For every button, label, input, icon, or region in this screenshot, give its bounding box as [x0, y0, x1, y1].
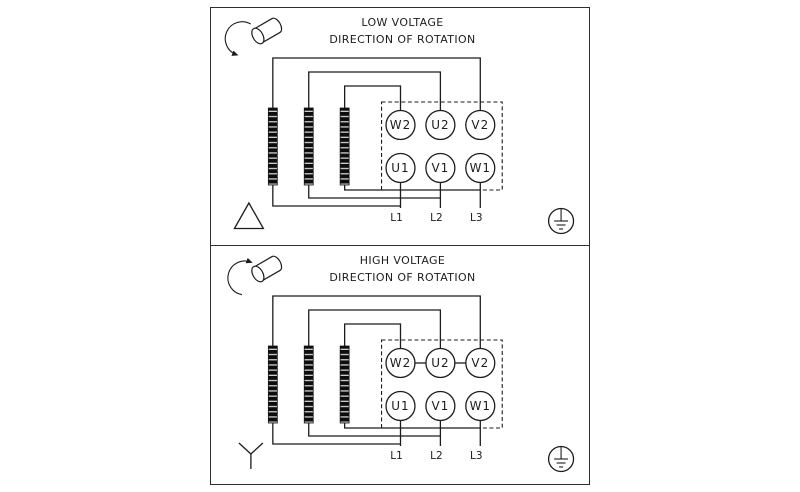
wire-path — [343, 418, 481, 429]
terminal-w2: W2 — [385, 109, 416, 141]
line-label-l1: L1 — [390, 450, 402, 462]
panel-title: LOW VOLTAGE — [361, 16, 443, 29]
low-voltage-panel: LOW VOLTAGE DIRECTION OF ROTATION — [211, 8, 589, 246]
line-label-l1: L1 — [390, 212, 402, 224]
terminal-label: W2 — [390, 118, 411, 132]
terminal-label: V1 — [431, 399, 449, 413]
panel-subtitle: DIRECTION OF ROTATION — [329, 271, 475, 284]
terminal-label: U1 — [391, 161, 409, 175]
terminal-label: W2 — [390, 356, 411, 370]
terminal-v2: V2 — [465, 109, 496, 141]
rotation-ccw-arrow-cylinder-icon — [224, 17, 283, 56]
ground-icon — [547, 207, 575, 235]
rotation-cw-arrow-cylinder-icon — [227, 255, 283, 296]
terminal-label: W1 — [470, 399, 491, 413]
terminal-strip-icon — [267, 107, 278, 186]
wire-path — [272, 295, 481, 358]
terminal-w1: W1 — [465, 390, 496, 422]
line-label-l3: L3 — [470, 212, 482, 224]
terminal-v1: V1 — [425, 152, 456, 184]
terminal-strip-icon — [303, 107, 314, 186]
terminal-label: V2 — [471, 118, 489, 132]
wire-path — [272, 57, 481, 120]
terminal-group-outline — [381, 339, 503, 429]
terminal-label: U2 — [431, 356, 449, 370]
terminal-v2: V2 — [465, 347, 496, 379]
high-voltage-drawing: HIGH VOLTAGE DIRECTION OF ROTATION — [227, 254, 575, 473]
wire-path — [272, 180, 401, 207]
wire-path — [272, 418, 401, 445]
terminal-w1: W1 — [465, 152, 496, 184]
terminal-strip-icon — [339, 345, 350, 424]
terminal-label: U2 — [431, 118, 449, 132]
panel-title: HIGH VOLTAGE — [360, 254, 446, 267]
line-label-l3: L3 — [470, 450, 482, 462]
wye-connection-icon — [238, 442, 264, 469]
terminal-u1: U1 — [385, 390, 416, 422]
terminal-strip-icon — [303, 345, 314, 424]
line-label-l2: L2 — [430, 212, 442, 224]
terminal-label: V1 — [431, 161, 449, 175]
delta-connection-icon — [233, 201, 265, 230]
wire-path — [343, 323, 402, 358]
line-label-l2: L2 — [430, 450, 442, 462]
terminal-u2: U2 — [425, 109, 456, 141]
terminal-label: V2 — [471, 356, 489, 370]
wire-path — [308, 71, 442, 120]
terminal-u1: U1 — [385, 152, 416, 184]
low-voltage-drawing: LOW VOLTAGE DIRECTION OF ROTATION — [224, 16, 575, 235]
panel-subtitle: DIRECTION OF ROTATION — [329, 33, 475, 46]
high-voltage-panel: HIGH VOLTAGE DIRECTION OF ROTATION — [211, 246, 589, 483]
wiring-diagram-frame: LOW VOLTAGE DIRECTION OF ROTATION — [210, 7, 590, 485]
wire-path — [308, 418, 441, 437]
terminal-strip-icon — [339, 107, 350, 186]
terminal-v1: V1 — [425, 390, 456, 422]
ground-icon — [547, 445, 575, 473]
terminal-group-outline — [381, 101, 503, 191]
terminal-label: W1 — [470, 161, 491, 175]
wire-path — [343, 180, 481, 191]
terminal-u2: U2 — [425, 347, 456, 379]
terminal-w2: W2 — [385, 347, 416, 379]
terminal-strip-icon — [267, 345, 278, 424]
wire-path — [308, 309, 442, 358]
terminal-label: U1 — [391, 399, 409, 413]
wire-path — [308, 180, 441, 199]
wire-path — [343, 85, 402, 120]
